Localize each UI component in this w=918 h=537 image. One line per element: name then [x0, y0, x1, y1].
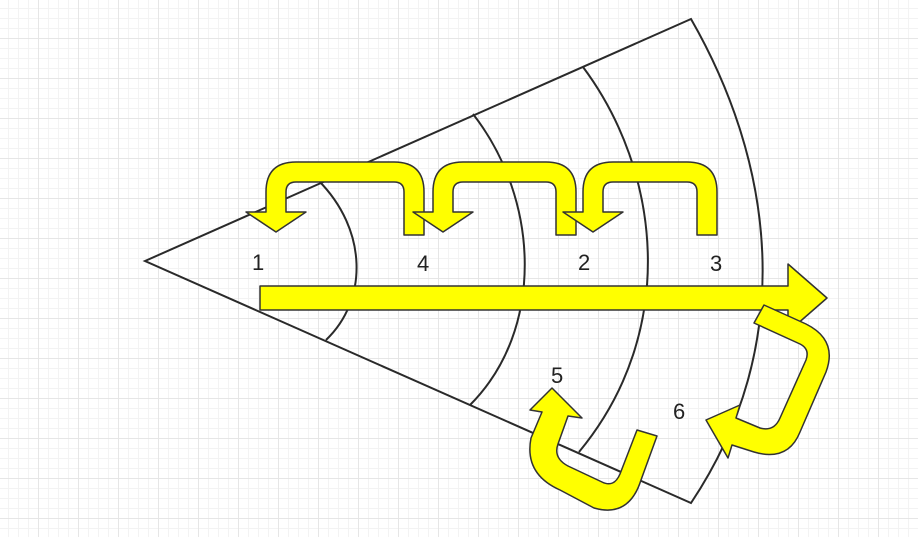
label-4: 4 [417, 251, 429, 276]
band-divider-1 [317, 179, 358, 341]
label-5: 5 [551, 363, 563, 388]
sector-outline [142, 17, 764, 505]
loop-arrow-2-to-4 [412, 161, 577, 236]
band-divider-3 [578, 66, 649, 453]
u-arrow-to-5 [529, 387, 658, 511]
loop-arrow-4-to-1 [245, 161, 425, 236]
label-6: 6 [673, 399, 685, 424]
hook-arrow-to-6 [705, 304, 830, 459]
label-3: 3 [710, 251, 722, 276]
main-arrow [259, 263, 828, 333]
label-1: 1 [252, 250, 264, 275]
loop-arrow-3-to-2 [562, 161, 718, 236]
band-divider-2 [469, 113, 526, 406]
label-2: 2 [578, 250, 590, 275]
